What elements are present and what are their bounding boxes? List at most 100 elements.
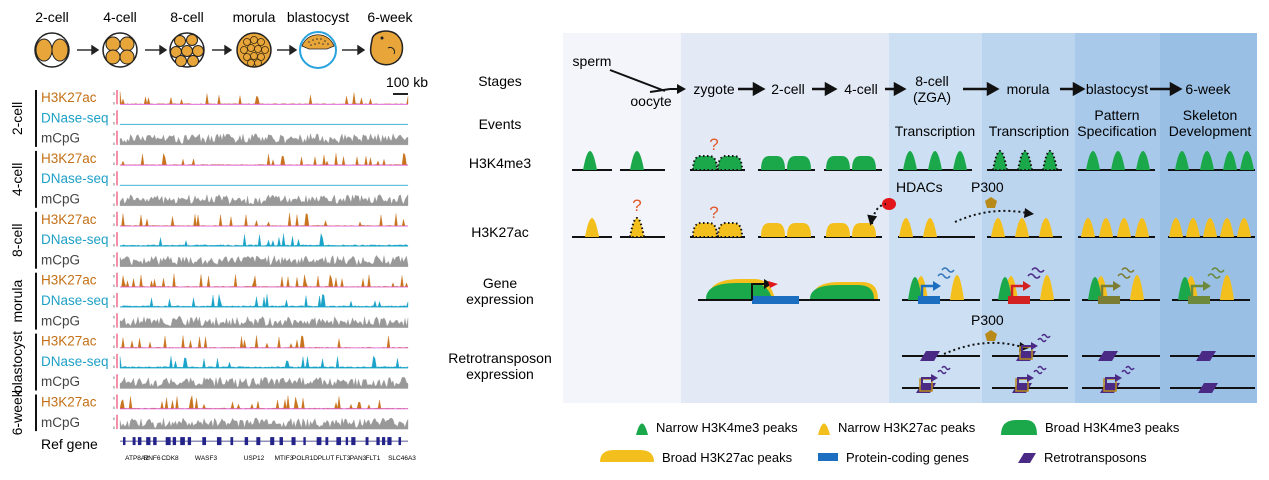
narrow-h3k4me3-peak bbox=[908, 277, 922, 300]
axis-tick: 0 bbox=[113, 91, 116, 96]
narrow-h3k27ac-peak bbox=[585, 218, 599, 237]
axis-tick: 0 bbox=[113, 253, 116, 258]
signal-track bbox=[119, 194, 409, 206]
gene-exon bbox=[303, 437, 306, 446]
narrow-h3k4me3-peak bbox=[1178, 277, 1192, 300]
panel-backgrounds bbox=[563, 33, 1257, 403]
stage-vertical-label: morula bbox=[9, 280, 25, 323]
signal-track bbox=[119, 395, 409, 410]
legend: Narrow H3K4me3 peaks Narrow H3K27ac peak… bbox=[600, 420, 1180, 465]
broad-h3k27ac-peak bbox=[852, 223, 876, 237]
narrow-h3k4me3-peak bbox=[991, 150, 1009, 171]
stage-blastocyst: blastocyst bbox=[1086, 81, 1148, 97]
signal-track bbox=[119, 212, 409, 227]
narrow-h3k27ac-peak bbox=[899, 218, 913, 237]
gene-exon bbox=[256, 437, 261, 446]
narrow-h3k27ac-peak bbox=[1099, 218, 1113, 237]
narrow-h3k4me3-peak bbox=[1016, 150, 1034, 171]
gene-exon bbox=[316, 437, 322, 446]
stage-top-label: morula bbox=[233, 9, 276, 25]
narrow-h3k4me3-peak bbox=[1200, 151, 1214, 170]
axis-tick: 0 bbox=[113, 385, 116, 390]
protein-coding-gene bbox=[1008, 296, 1030, 304]
signal-track bbox=[119, 233, 409, 247]
gene-exon bbox=[216, 437, 222, 446]
rna-squiggle bbox=[1117, 273, 1131, 279]
event-blastocyst: Specification bbox=[1077, 123, 1156, 139]
axis-tick: 0 bbox=[113, 324, 116, 329]
gene-exon bbox=[336, 437, 342, 446]
events-row: Transcription Transcription Pattern Spec… bbox=[895, 107, 1252, 139]
axis-tick: 0 bbox=[113, 303, 116, 308]
signal-track bbox=[119, 255, 409, 267]
stage-vertical-label: 4-cell bbox=[9, 163, 25, 196]
rna-squiggle bbox=[1211, 267, 1225, 273]
gene-exon bbox=[153, 437, 157, 446]
narrow-h3k4me3-peak bbox=[928, 151, 942, 170]
legend-label: Broad H3K27ac peaks bbox=[662, 450, 793, 465]
stage-strip: 2-cell 4-cell 8-cell morula blastocyst 6… bbox=[34, 9, 414, 69]
gene-exon bbox=[244, 437, 249, 446]
p300-label: P300 bbox=[971, 312, 1004, 328]
track-label: H3K27ac bbox=[41, 151, 97, 166]
gene-exon bbox=[387, 437, 392, 446]
narrow-h3k4me3-peak bbox=[998, 277, 1012, 300]
legend-retrotransposon-icon bbox=[1018, 453, 1036, 463]
gene-exon bbox=[132, 437, 136, 446]
transcription-arrowhead bbox=[1027, 374, 1034, 382]
row-label-h3k27ac: H3K27ac bbox=[471, 224, 529, 240]
broad-h3k4me3-peak bbox=[852, 156, 876, 170]
embryo-morula-icon bbox=[236, 32, 272, 68]
signal-track bbox=[119, 376, 409, 389]
axis-tick: 0 bbox=[113, 100, 116, 105]
narrow-h3k27ac-peak bbox=[1040, 275, 1054, 300]
protein-coding-gene bbox=[752, 296, 799, 304]
legend-label: Protein-coding genes bbox=[846, 450, 969, 465]
narrow-h3k27ac-peak bbox=[1237, 218, 1251, 237]
narrow-h3k27ac-peak bbox=[991, 218, 1005, 237]
row-label-events: Events bbox=[479, 116, 522, 132]
track-label: mCpG bbox=[41, 192, 80, 207]
axis-tick: 0 bbox=[113, 375, 116, 380]
rna-squiggle bbox=[937, 369, 947, 375]
axis-tick: 0 bbox=[113, 396, 116, 401]
gene-name: POLR1D bbox=[292, 455, 318, 462]
narrow-h3k27ac-peak bbox=[1186, 218, 1200, 237]
row-label-gene-expression: Gene bbox=[483, 275, 517, 291]
transcription-arrow bbox=[1190, 284, 1204, 300]
legend-protein-coding-icon bbox=[818, 453, 838, 461]
rna-squiggle bbox=[1033, 369, 1043, 375]
gene-name: CDK8 bbox=[161, 455, 179, 462]
question-mark: ? bbox=[709, 203, 718, 222]
scale-bar-label: 100 kb bbox=[386, 74, 428, 90]
stage-top-label: 2-cell bbox=[35, 9, 68, 25]
narrow-h3k4me3-peak bbox=[1136, 151, 1150, 170]
narrow-h3k27ac-peak bbox=[1117, 218, 1131, 237]
transcription-arrow bbox=[1100, 284, 1114, 300]
gene-exon bbox=[230, 437, 234, 446]
event-6week: Development bbox=[1169, 123, 1252, 139]
broad-h3k4me3-peak bbox=[716, 155, 744, 171]
axis-tick: 0 bbox=[113, 263, 116, 268]
broad-h3k4me3-peak bbox=[787, 156, 811, 170]
axis-tick: 0 bbox=[113, 242, 116, 247]
narrow-h3k4me3-peak bbox=[1111, 151, 1125, 170]
axis-tick: 0 bbox=[113, 141, 116, 146]
narrow-h3k4me3-peak bbox=[1240, 151, 1254, 170]
narrow-h3k27ac-peak bbox=[1169, 218, 1183, 237]
rna-squiggle bbox=[937, 273, 951, 279]
embryo-6week-icon bbox=[369, 30, 404, 66]
track-label: H3K27ac bbox=[41, 395, 97, 410]
track-label: DNase-seq bbox=[41, 293, 109, 308]
stage-morula: morula bbox=[1007, 81, 1050, 97]
narrow-h3k27ac-peak bbox=[1203, 218, 1217, 237]
stage-arrows bbox=[77, 44, 366, 56]
axis-tick: 0 bbox=[113, 161, 116, 166]
track-label: mCpG bbox=[41, 131, 80, 146]
gene-name: RNF6 bbox=[144, 455, 161, 462]
row-label-retro-expression: Retrotransposon bbox=[448, 350, 552, 366]
axis-tick: 0 bbox=[113, 111, 116, 116]
axis-tick: 0 bbox=[113, 416, 116, 421]
legend-label: Narrow H3K4me3 peaks bbox=[656, 420, 798, 435]
signal-track bbox=[119, 273, 409, 288]
